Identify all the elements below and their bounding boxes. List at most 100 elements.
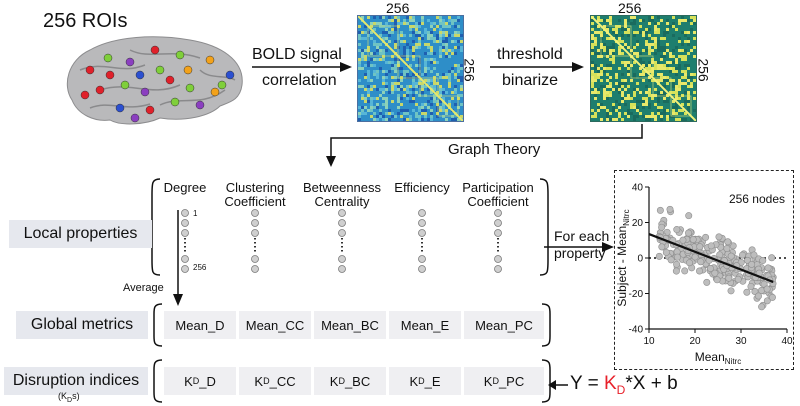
scatter-point [713, 276, 721, 284]
graph-theory-connector [326, 124, 643, 167]
node-dot [338, 265, 346, 273]
scatter-point [707, 242, 715, 250]
roi-dot [210, 87, 220, 97]
scatter-point [685, 229, 693, 237]
roi-dot [195, 100, 205, 110]
roi-dot [80, 90, 90, 100]
node-dot [181, 219, 189, 227]
regression-equation: Y = KD*X + b [570, 373, 678, 397]
node-column [494, 209, 502, 273]
node-dot [338, 229, 346, 237]
arrow1-line1: BOLD signal [252, 46, 342, 63]
annotation-256-nodes: 256 nodes [729, 192, 785, 206]
scatter-point [672, 267, 680, 275]
property-efficiency: Efficiency [394, 180, 450, 195]
node-dot [418, 255, 426, 263]
scatter-point [662, 248, 670, 256]
roi-dot [135, 70, 145, 80]
matrix-block [397, 55, 421, 79]
matrix-diagonal [590, 15, 697, 122]
global-metric-bc: Mean_BC [314, 311, 386, 339]
scatter-point [768, 293, 776, 301]
node-dot [251, 229, 259, 237]
average-arrow [173, 210, 183, 306]
node-dot [251, 255, 259, 263]
scatter-point [734, 275, 742, 283]
matrix-block [367, 25, 399, 57]
scatter-point [703, 278, 711, 286]
node-dot [251, 219, 259, 227]
scatter-point [743, 288, 751, 296]
global-metric-e: Mean_E [389, 311, 461, 339]
roi-dot [155, 65, 165, 75]
disruption-kds-label: (KDs) [58, 391, 80, 404]
x-tick-label: 20 [689, 336, 701, 347]
matrix-diagonal [357, 15, 464, 122]
node-dot [418, 209, 426, 217]
property-degree: Degree [163, 180, 207, 195]
scatter-point [727, 287, 735, 295]
scatter-point [673, 260, 681, 268]
arrow1-line2: correlation [262, 72, 337, 89]
roi-dots [80, 45, 235, 123]
matrix-cells [358, 16, 463, 121]
node-first-label: 1 [193, 209, 198, 218]
node-dot [181, 265, 189, 273]
scatter-point [725, 274, 733, 282]
roi-dot [130, 113, 140, 123]
y-tick-label: -20 [629, 289, 644, 300]
arrow1-shape [252, 62, 352, 72]
node-dot [418, 219, 426, 227]
scatter-point [748, 260, 756, 268]
node-dot [251, 265, 259, 273]
disruption-brackets [153, 359, 551, 403]
node-column [181, 209, 189, 273]
node-column [418, 209, 426, 273]
arrow2-line2: binarize [502, 72, 559, 89]
matrix-cells [591, 16, 696, 121]
scatter-point [763, 285, 771, 293]
x-tick-label: 30 [735, 336, 747, 347]
y-axis-label: Subject - MeanNitrc [615, 209, 631, 306]
scatter-point [758, 303, 766, 311]
scatter-point [681, 267, 689, 275]
scatter-point [706, 264, 714, 272]
scatter-point [667, 256, 675, 264]
correlation-matrix [357, 15, 464, 122]
x-tick-label: 40 [781, 336, 793, 347]
scatter-point [696, 243, 704, 251]
scatter-point [768, 254, 776, 262]
scatter-point [702, 233, 710, 241]
node-dot [338, 219, 346, 227]
node-dot [181, 255, 189, 263]
local-properties-label: Local properties [9, 220, 152, 248]
scatter-point [715, 233, 723, 241]
scatter-point [656, 206, 664, 214]
brain-image [66, 36, 243, 125]
scatter-point [691, 253, 699, 261]
global-metric-d: Mean_D [164, 311, 236, 339]
matrix-block [419, 77, 439, 97]
node-dot [418, 229, 426, 237]
node-columns [181, 209, 502, 273]
x-tick-label: 10 [643, 336, 655, 347]
scatter-point [697, 258, 705, 266]
roi-dot [225, 70, 235, 80]
scatter-panel [614, 170, 794, 370]
scatter-point [679, 236, 687, 244]
scatter-point [685, 212, 693, 220]
matrix-block [600, 25, 632, 57]
roi-dot [120, 80, 130, 90]
global-metric-cc: Mean_CC [239, 311, 311, 339]
scatter-point [666, 205, 674, 213]
node-dot [181, 229, 189, 237]
scatter-point [673, 253, 681, 261]
node-dot [181, 209, 189, 217]
